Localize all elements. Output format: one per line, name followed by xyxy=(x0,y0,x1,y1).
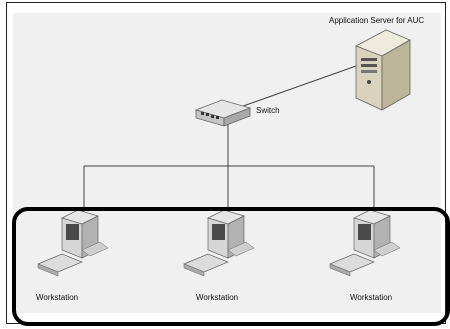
server-switch-link xyxy=(231,65,357,111)
server-icon xyxy=(355,29,411,111)
workstation-label-2: Workstation xyxy=(196,293,239,302)
workstation-icon xyxy=(183,209,255,277)
workstations-highlight-box xyxy=(12,207,450,326)
workstation-icon xyxy=(37,209,109,277)
network-switch-icon xyxy=(194,99,252,127)
switch-label: Switch xyxy=(256,106,280,115)
workstation-label-3: Workstation xyxy=(350,293,393,302)
server-label: Application Server for AUC xyxy=(329,16,425,25)
workstation-label-1: Workstation xyxy=(36,293,79,302)
workstation-icon xyxy=(329,209,401,277)
